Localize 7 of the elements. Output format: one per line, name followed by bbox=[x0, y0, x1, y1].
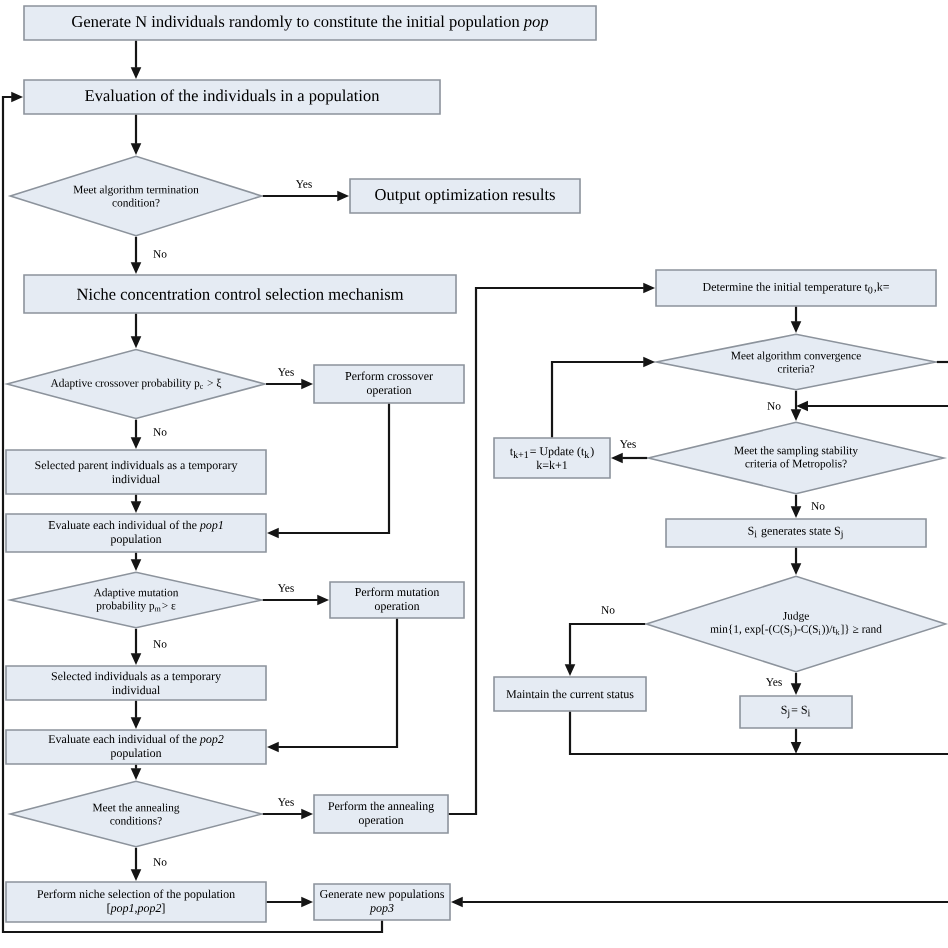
process-box: Niche concentration control selection mechanism bbox=[23, 274, 457, 314]
process-box: Generate N individuals randomly to constitute the initial population pop bbox=[23, 5, 597, 41]
connector-line bbox=[936, 360, 948, 364]
arrow bbox=[1, 91, 384, 934]
connector-line bbox=[568, 711, 948, 756]
process-box: Output optimization results bbox=[349, 178, 581, 214]
process-box: Evaluation of the individuals in a population bbox=[23, 79, 441, 115]
